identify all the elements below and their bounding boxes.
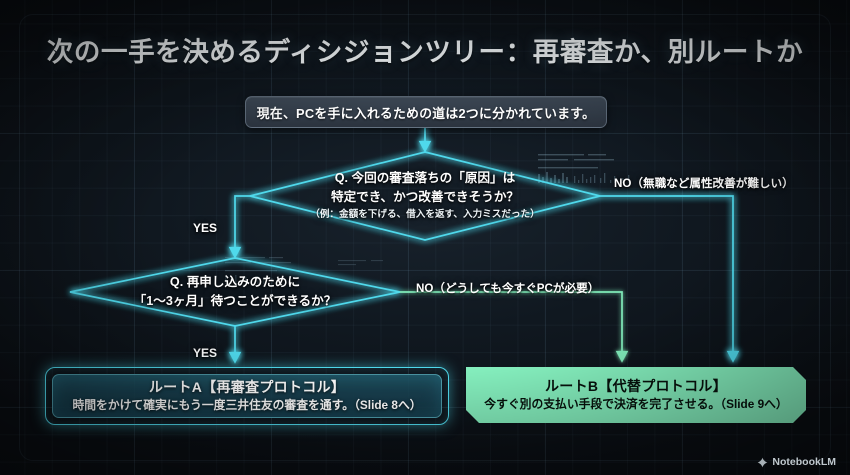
- decision-2-line1: Q. 再申し込みのために: [169, 275, 301, 290]
- edge-label-yes-2: YES: [193, 346, 218, 360]
- notebooklm-logo-icon: [758, 457, 768, 467]
- notebooklm-watermark: NotebookLM: [757, 456, 836, 468]
- route-b-subtitle: 今すぐ別の支払い手段で決済を完了させる。（Slide 9へ）: [484, 397, 788, 412]
- outcome-route-a: ルートA【再審査プロトコル】 時間をかけて確実にもう一度三井住友の審査を通す。（…: [45, 367, 449, 425]
- decision-2-node: Q. 再申し込みのために 「1〜3ヶ月」待つことができるか？: [70, 258, 400, 326]
- outcome-route-b: ルートB【代替プロトコル】 今すぐ別の支払い手段で決済を完了させる。（Slide…: [466, 367, 806, 423]
- start-node: 現在、PCを手に入れるための道は2つに分かれています。: [245, 96, 607, 128]
- wire-decision1-yes: [228, 195, 250, 259]
- route-a-title: ルートA【再審査プロトコル】: [148, 379, 346, 396]
- wire-decision1-no: [600, 195, 740, 363]
- decision-1-line1: Q. 今回の審査落ちの「原因」は: [334, 171, 516, 186]
- route-a-subtitle: 時間をかけて確実にもう一度三井住友の審査を通す。（Slide 8へ）: [72, 398, 422, 413]
- decision-1-line2: 特定でき、かつ改善できそうか？: [330, 190, 520, 205]
- decision-1-node: Q. 今回の審査落ちの「原因」は 特定でき、かつ改善できそうか？ （例：金額を下…: [250, 152, 600, 240]
- decision-1-note: （例：金額を下げる、借入を返す、入力ミスだった）: [310, 209, 540, 221]
- start-node-text: 現在、PCを手に入れるための道は2つに分かれています。: [256, 105, 596, 121]
- slide-title: 次の一手を決めるディシジョンツリー：再審査か、別ルートか: [46, 37, 804, 67]
- notebooklm-watermark-label: NotebookLM: [772, 456, 836, 468]
- route-b-title: ルートB【代替プロトコル】: [544, 378, 727, 395]
- edge-label-no-1: NO（無職など属性改善が難しい）: [614, 177, 794, 190]
- wire-decision2-no: [400, 291, 629, 363]
- outcome-route-a-body: ルートA【再審査プロトコル】 時間をかけて確実にもう一度三井住友の審査を通す。（…: [52, 374, 442, 418]
- decision-2-line2: 「1〜3ヶ月」待つことができるか？: [133, 294, 337, 308]
- edge-label-no-2: NO（どうしても今すぐPCが必要）: [416, 282, 600, 295]
- edge-label-yes-1: YES: [193, 221, 218, 235]
